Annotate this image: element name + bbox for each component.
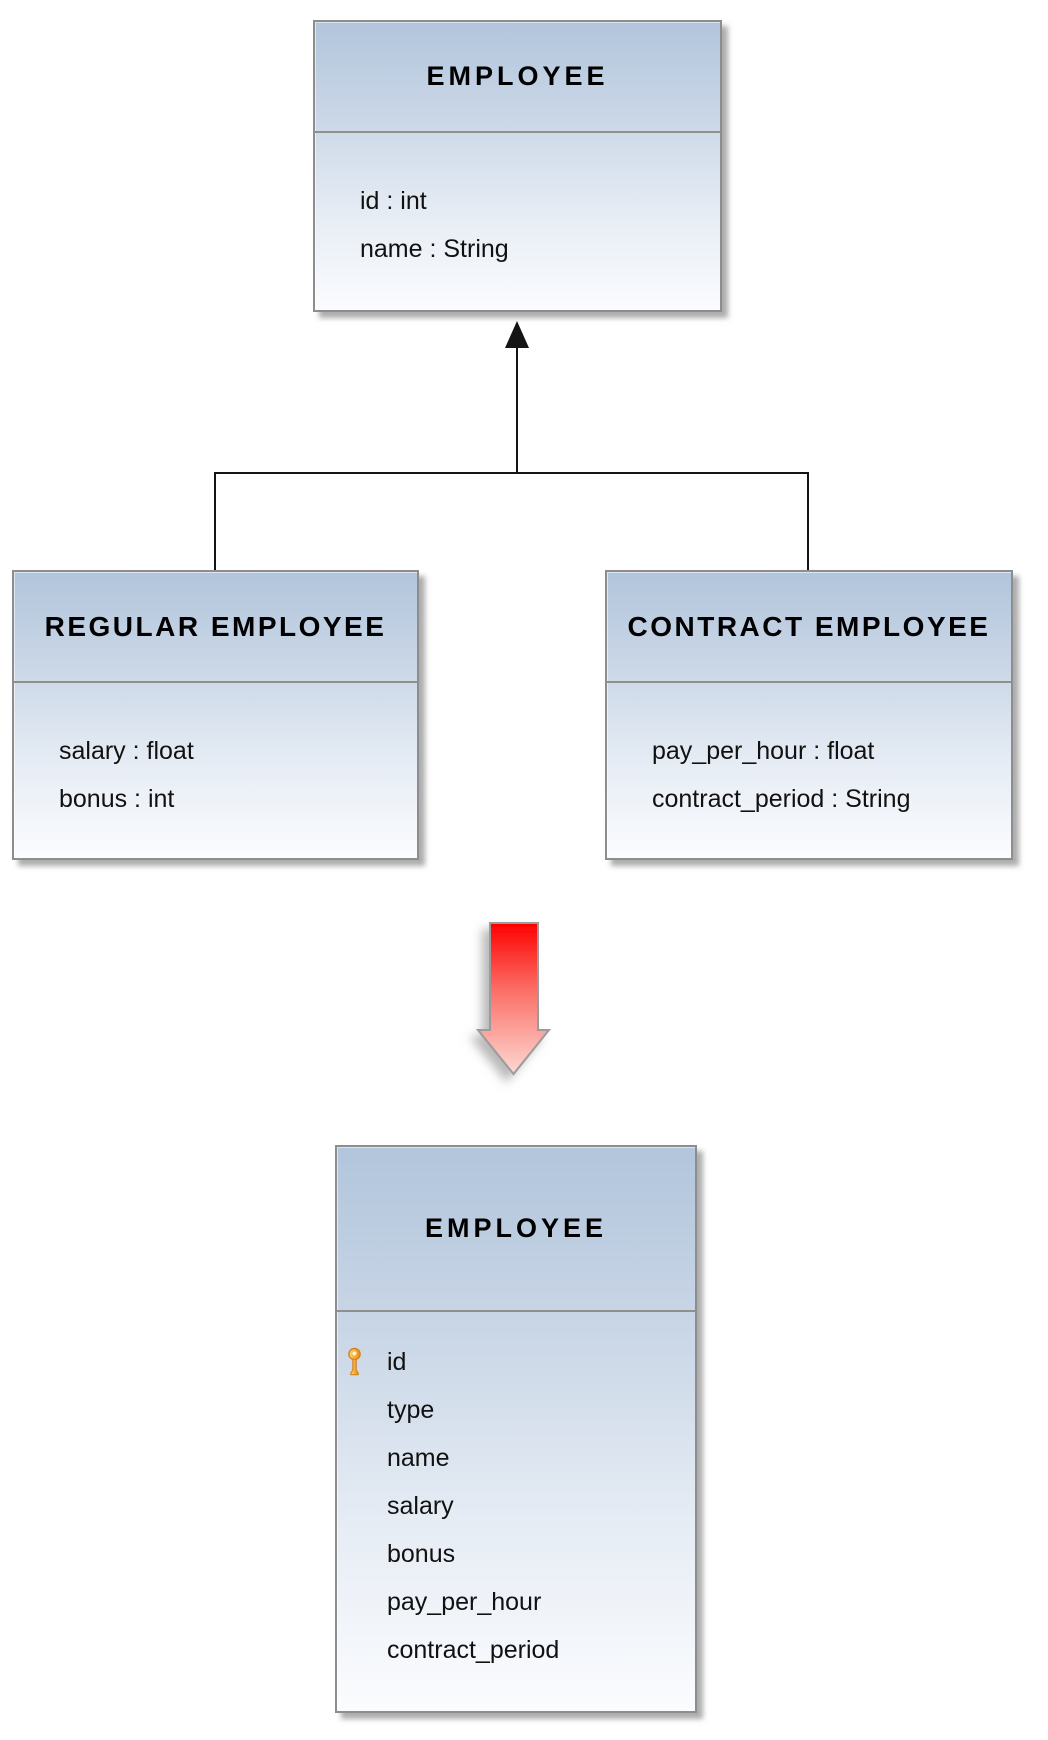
column-name: salary	[387, 1491, 454, 1520]
column-name: name	[387, 1443, 450, 1472]
attribute: contract_period : String	[652, 785, 911, 813]
table-columns: id type name salary bonus pay_per_hour	[337, 1312, 695, 1674]
attribute: name : String	[360, 235, 509, 263]
class-box-contract-employee: CONTRACT EMPLOYEE pay_per_hour : float c…	[605, 570, 1013, 860]
transform-down-arrow-icon	[475, 922, 552, 1076]
class-title: CONTRACT EMPLOYEE	[607, 572, 1011, 683]
table-row: id	[337, 1338, 695, 1386]
class-attributes: salary : float bonus : int	[14, 683, 417, 823]
class-attributes: id : int name : String	[315, 133, 720, 273]
attribute: id : int	[360, 187, 427, 215]
class-box-employee: EMPLOYEE id : int name : String	[313, 20, 722, 312]
table-title: EMPLOYEE	[337, 1147, 695, 1312]
inheritance-connector	[214, 346, 809, 570]
table-row: bonus	[337, 1530, 695, 1578]
table-row: name	[337, 1434, 695, 1482]
column-name: contract_period	[387, 1635, 560, 1664]
inheritance-arrowhead-icon	[505, 321, 529, 348]
column-name: id	[387, 1347, 407, 1376]
class-title: EMPLOYEE	[315, 22, 720, 133]
attribute: pay_per_hour : float	[652, 737, 875, 765]
class-attributes: pay_per_hour : float contract_period : S…	[607, 683, 1011, 823]
column-name: type	[387, 1395, 435, 1424]
attribute: bonus : int	[59, 785, 175, 813]
class-box-regular-employee: REGULAR EMPLOYEE salary : float bonus : …	[12, 570, 419, 860]
table-box-employee: EMPLOYEE	[335, 1145, 697, 1713]
attribute: salary : float	[59, 737, 194, 765]
table-row: contract_period	[337, 1626, 695, 1674]
table-row: salary	[337, 1482, 695, 1530]
column-name: bonus	[387, 1539, 456, 1568]
class-title: REGULAR EMPLOYEE	[14, 572, 417, 683]
table-row: type	[337, 1386, 695, 1434]
column-name: pay_per_hour	[387, 1587, 542, 1616]
key-icon	[347, 1347, 387, 1378]
table-row: pay_per_hour	[337, 1578, 695, 1626]
